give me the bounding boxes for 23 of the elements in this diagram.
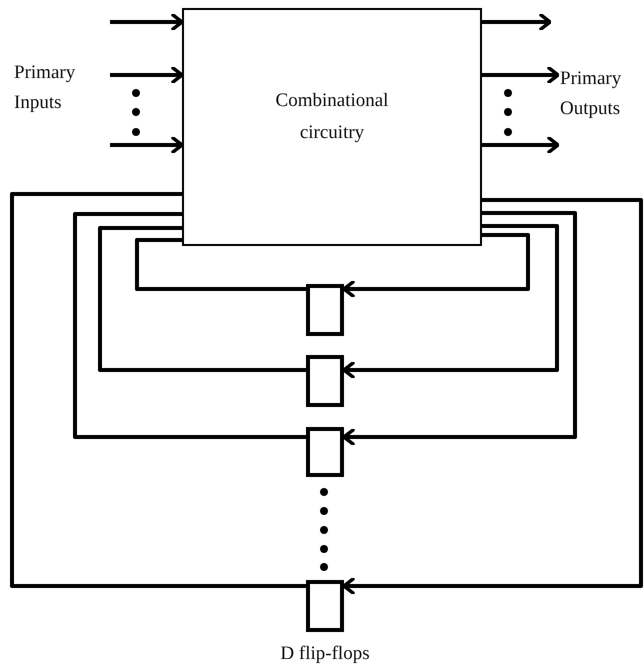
- arrow: [482, 66, 560, 84]
- process-box: [182, 8, 482, 246]
- connector-line: [135, 238, 306, 291]
- flip-flop-box: [306, 580, 344, 632]
- arrow: [342, 233, 530, 298]
- flip-flop-box: [306, 284, 344, 336]
- node-label: Combinational circuitry: [274, 89, 390, 145]
- arrow: [342, 224, 559, 379]
- flip-flop-box: [306, 355, 344, 407]
- connector-line: [73, 212, 306, 439]
- arrow: [342, 211, 577, 446]
- flip-flop-box: [306, 427, 344, 477]
- arrow: [482, 13, 552, 31]
- arrow: [110, 13, 184, 31]
- connector-line: [98, 226, 306, 372]
- arrow: [110, 66, 184, 84]
- arrow: [482, 136, 560, 154]
- connector-line: [10, 192, 306, 588]
- text-label: D flip-flops: [279, 642, 371, 666]
- arrow: [342, 198, 643, 595]
- io-label: Primary Outputs: [560, 67, 622, 121]
- arrow: [110, 136, 184, 154]
- io-label: Primary Inputs: [14, 61, 76, 115]
